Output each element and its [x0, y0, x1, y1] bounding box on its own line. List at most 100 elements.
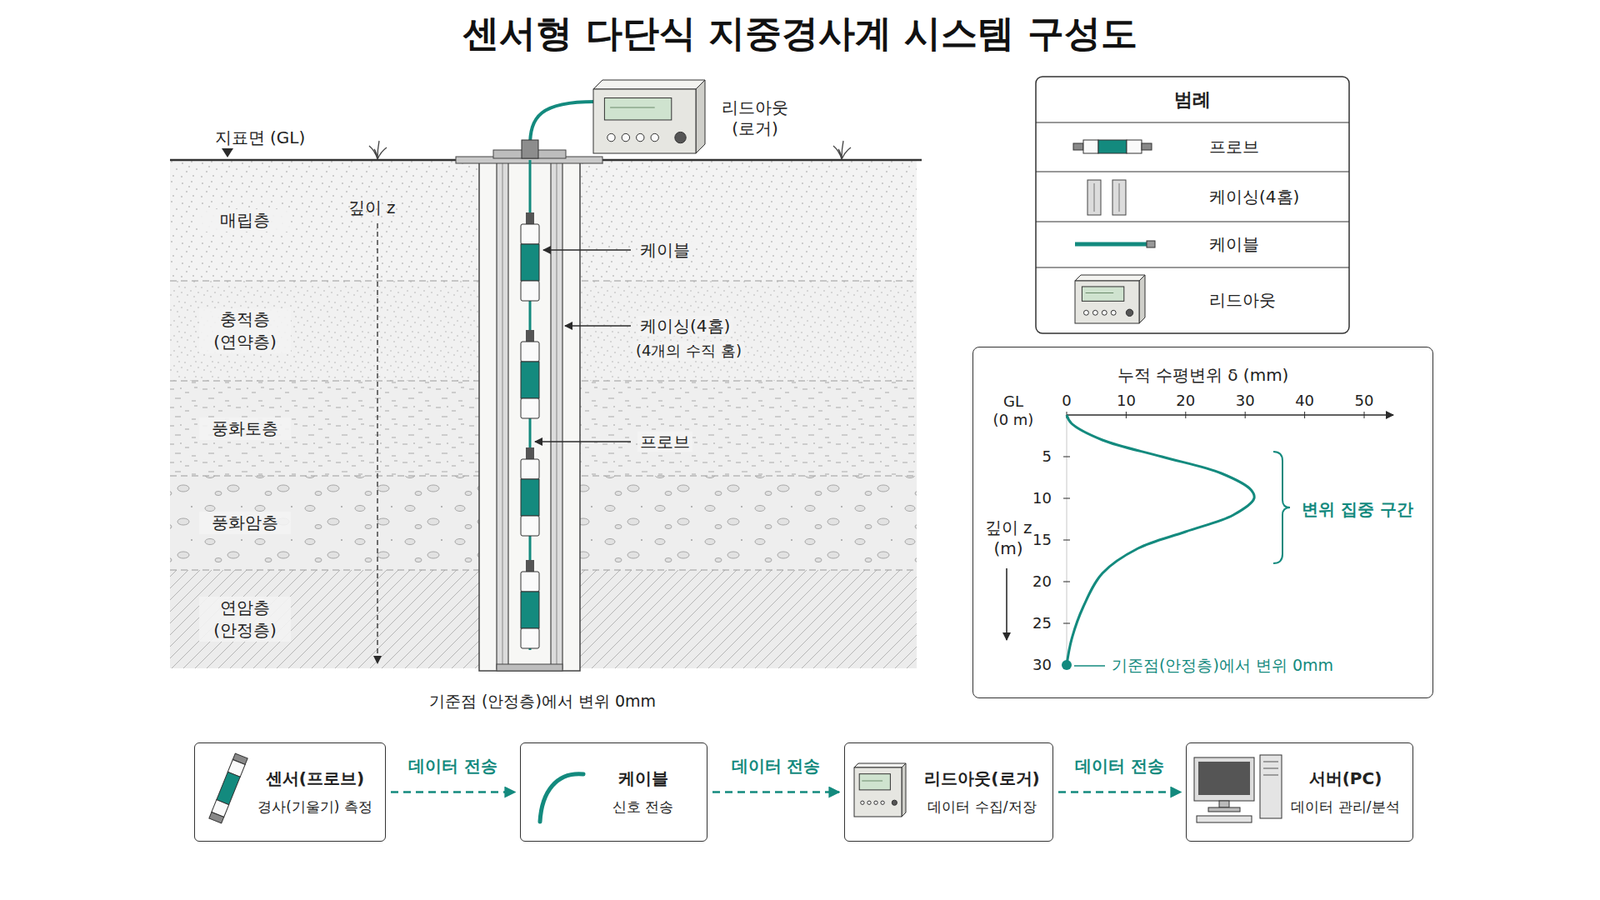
chart-panel-ground [972, 346, 1434, 699]
device-front [593, 89, 696, 154]
process-box: 케이블신호 전송 [520, 742, 708, 842]
pc-tower-slot [1263, 768, 1279, 770]
probe-cap [520, 571, 540, 592]
axis-tick-label: 30 [1032, 655, 1052, 675]
probe-sample [1141, 143, 1152, 150]
legend-divider [1035, 266, 1350, 268]
axis-tick [1063, 623, 1070, 625]
cable-icon [540, 774, 584, 822]
node-text-group: 매립층 [199, 209, 291, 232]
depth-axis [376, 223, 378, 664]
casing-groove [502, 160, 504, 665]
box-subtitle: 경사(기울기) 측정 [257, 797, 373, 817]
node-text-group: 풍화토층 [199, 417, 291, 440]
device-top [593, 80, 705, 90]
axis-tick-label: 25 [1032, 614, 1052, 634]
probe-sample [1126, 140, 1142, 154]
device-front [1075, 280, 1140, 324]
callout-label: 프로브 [637, 431, 693, 453]
casing-wall [496, 155, 509, 670]
probe-icon-part [216, 771, 240, 805]
device-side [901, 763, 906, 817]
cable [530, 101, 595, 147]
box-subtitle: 데이터 관리/분석 [1290, 797, 1400, 817]
probe-cap [520, 515, 540, 536]
device-knob [675, 131, 686, 143]
edge-label: 데이터 전송 [408, 755, 498, 776]
annotation: 범례 [1174, 88, 1211, 112]
device-button [607, 133, 615, 141]
axis-tick-label: 20 [1175, 391, 1195, 411]
axis-tick [1245, 411, 1246, 419]
axis-tick [1063, 498, 1070, 500]
probe-cap [520, 224, 540, 245]
legend-label: 케이블 [1209, 234, 1260, 255]
process-box: 서버(PC) 데이터 관리/분석 [1185, 742, 1414, 842]
readout-device [1075, 275, 1145, 324]
annotation: 깊이 z [348, 197, 396, 219]
legend-divider [1035, 170, 1350, 172]
probe-body [520, 244, 540, 281]
screen-line [861, 780, 883, 782]
device-button [1101, 310, 1107, 315]
probe-cap [520, 280, 540, 301]
device-button [874, 800, 878, 805]
displacement-curve [1066, 415, 1255, 665]
node-text-group: 리드아웃(로거)데이터 수집/저장 [921, 767, 1043, 817]
device-side [1139, 275, 1145, 324]
device-top [854, 763, 906, 768]
leader-line [1074, 665, 1105, 667]
annotation: 기준점(안정층)에서 변위 0mm [1111, 655, 1334, 676]
annotation: GL [1003, 392, 1024, 412]
device-side [695, 80, 705, 154]
axis-tick [1185, 411, 1186, 419]
legend-box [1035, 76, 1350, 334]
edge-label: 데이터 전송 [731, 755, 821, 776]
cable-connector [521, 140, 539, 159]
layer-name: 연암층 (안정층) [199, 596, 291, 642]
annotation: 리드아웃 (로거) [713, 97, 797, 140]
node-text-group: 충적층 (연약층) [199, 308, 291, 354]
probe-sample [1098, 140, 1127, 154]
layer-name: 충적층 (연약층) [199, 308, 291, 354]
grass-tuft [833, 140, 851, 160]
casing-sample-groove [1094, 183, 1095, 212]
probe-sample [1073, 143, 1084, 150]
device-front [854, 767, 902, 817]
pc-base [1208, 807, 1240, 812]
probe-body [520, 591, 540, 629]
device-button [860, 800, 865, 805]
probe-cap [520, 341, 540, 362]
device-top [1075, 275, 1145, 281]
axis-tick-label: 30 [1235, 391, 1255, 411]
diagram-title: 센서형 다단식 지중경사계 시스템 구성도 [0, 10, 1600, 56]
probe-body [520, 479, 540, 516]
screen-line [610, 107, 655, 109]
pc-tower-slot [1263, 761, 1279, 763]
probe-connector [525, 560, 535, 572]
box-title: 서버(PC) [1309, 767, 1383, 790]
soil-layer-band: 매립층 [170, 160, 917, 281]
axis-tick-label: 15 [1032, 530, 1052, 550]
annotation: 변위 집중 구간 [1301, 499, 1414, 520]
box-subtitle: 데이터 수집/저장 [927, 797, 1036, 817]
pc-screen [1198, 761, 1250, 795]
callout-label: (4개의 수직 홈) [633, 341, 745, 361]
probe-body [520, 361, 540, 399]
leader-line [535, 440, 631, 442]
depth-arrow [1005, 568, 1008, 640]
axis-tick [1063, 540, 1070, 541]
process-box: 센서(프로브)경사(기울기) 측정 [194, 742, 386, 842]
casing-groove [556, 160, 558, 665]
casing-sample-groove [1119, 183, 1120, 212]
layer-name: 풍화암층 [199, 511, 291, 535]
callout-label: 케이블 [637, 240, 693, 261]
device-screen [1081, 286, 1124, 301]
pc-stand [1219, 800, 1230, 808]
device-screen [604, 98, 671, 120]
leader-line [565, 325, 631, 326]
legend-label: 프로브 [1209, 136, 1260, 158]
soil-layer-band: 풍화암층 [170, 475, 917, 570]
callout-label: 케이싱(4홈) [637, 315, 733, 337]
probe-connector [525, 330, 535, 342]
